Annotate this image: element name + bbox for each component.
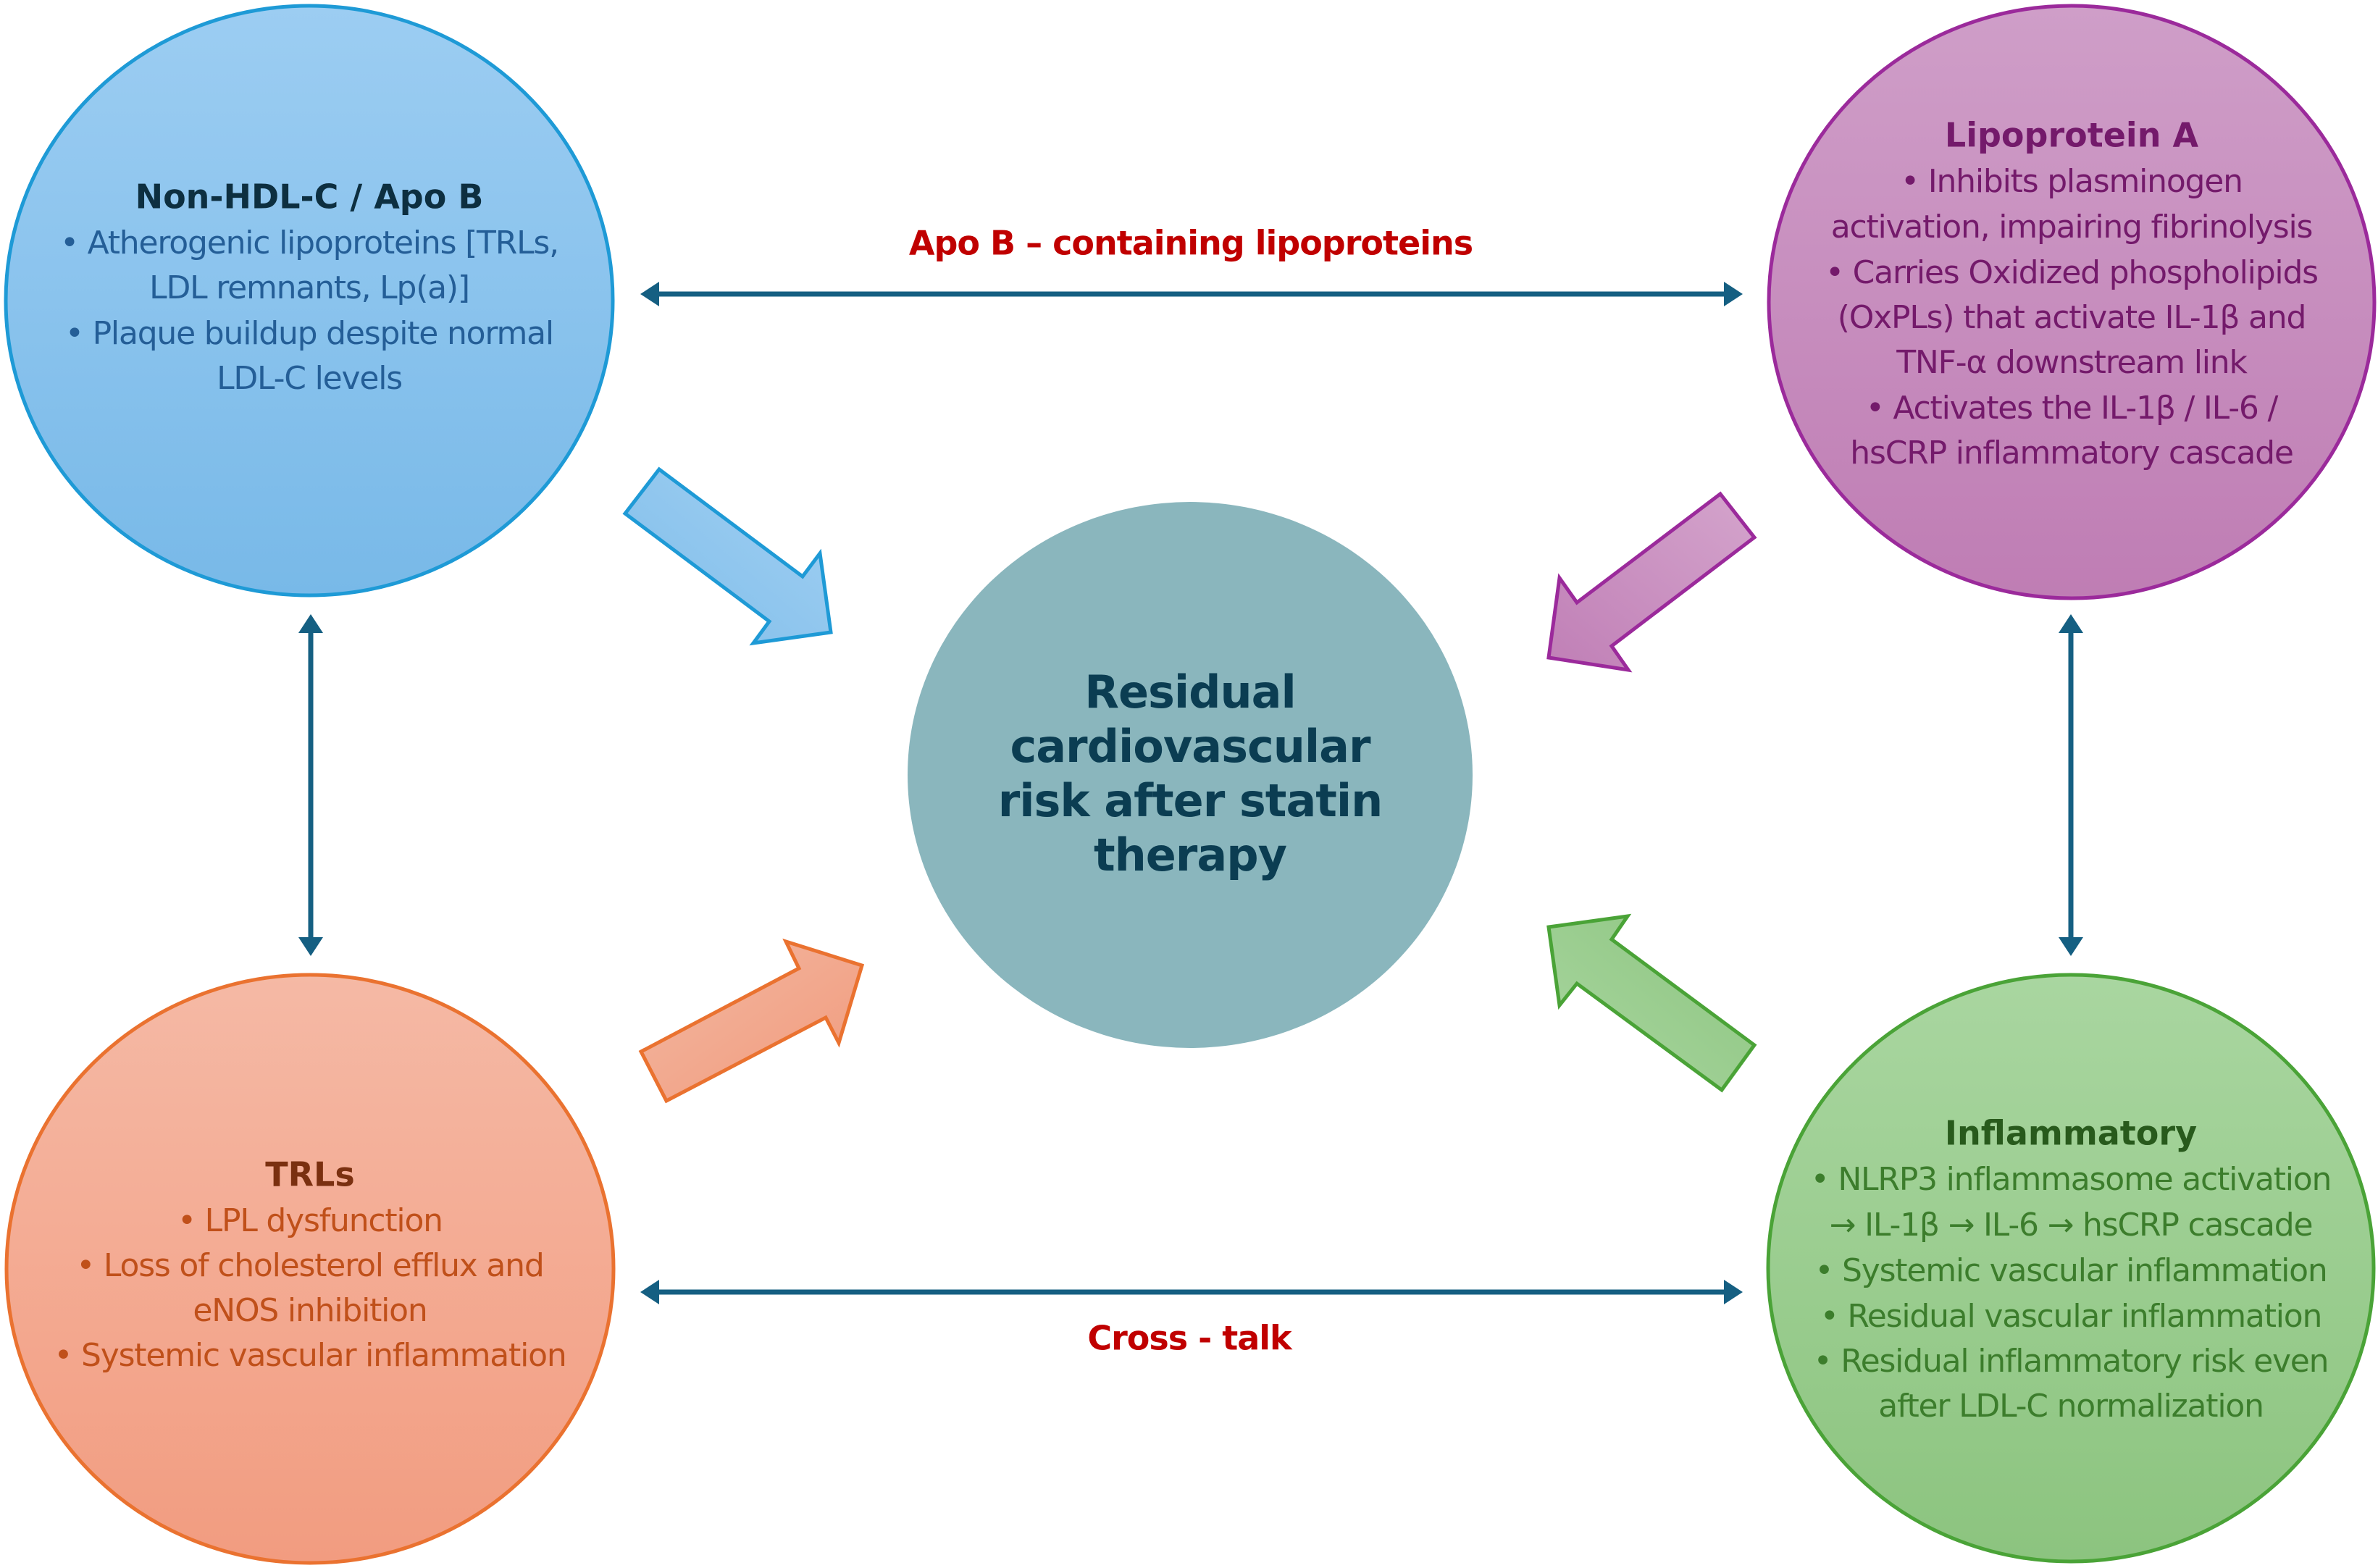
connector-right-vertical bbox=[2059, 614, 2083, 956]
center-circle bbox=[908, 502, 1473, 1048]
block-arrow-from-nonhdl-icon bbox=[622, 466, 833, 646]
node-line: • Systemic vascular inflammation bbox=[54, 1337, 566, 1374]
node-circle bbox=[1767, 4, 2377, 600]
node-line: hsCRP inflammatory cascade bbox=[1850, 435, 2293, 471]
node-line: • Residual inflammatory risk even bbox=[1814, 1343, 2329, 1380]
node-title: Lipoprotein A bbox=[1945, 116, 2199, 155]
center-line-2: cardiovascular bbox=[1010, 720, 1371, 773]
node-line: (OxPLs) that activate IL-1β and bbox=[1838, 299, 2306, 336]
node-non-hdl-apob: Non-HDL-C / Apo B • Atherogenic lipoprot… bbox=[4, 4, 615, 598]
node-line: after LDL-C normalization bbox=[1878, 1388, 2264, 1425]
node-line: • Loss of cholesterol efflux and bbox=[76, 1247, 543, 1284]
node-line: eNOS inhibition bbox=[193, 1292, 427, 1329]
center-line-1: Residual bbox=[1084, 666, 1296, 718]
node-title: Non-HDL-C / Apo B bbox=[135, 177, 484, 217]
node-title: Inflammatory bbox=[1945, 1114, 2197, 1153]
node-lipoprotein-a: Lipoprotein A • Inhibits plasminogen act… bbox=[1767, 4, 2377, 600]
arrowhead-left-icon bbox=[640, 282, 659, 306]
node-line: • Activates the IL-1β / IL-6 / bbox=[1866, 390, 2279, 427]
center-line-3: risk after statin bbox=[998, 774, 1383, 827]
node-line: • Residual vascular inflammation bbox=[1820, 1298, 2322, 1335]
arrowhead-left-icon bbox=[640, 1280, 659, 1304]
node-line: → IL-1β → IL-6 → hsCRP cascade bbox=[1830, 1207, 2313, 1244]
connector-top-apob bbox=[640, 282, 1743, 306]
node-line: TNF-α downstream link bbox=[1896, 344, 2248, 381]
arrowhead-right-icon bbox=[1724, 1280, 1743, 1304]
arrowhead-down-icon bbox=[2059, 937, 2083, 956]
link-label-crosstalk: Cross - talk bbox=[1087, 1319, 1293, 1358]
arrowhead-right-icon bbox=[1724, 282, 1743, 306]
node-trls: TRLs • LPL dysfunction • Loss of cholest… bbox=[4, 973, 616, 1565]
arrowhead-up-icon bbox=[2059, 614, 2083, 633]
node-circle bbox=[4, 4, 615, 598]
connector-left-vertical bbox=[298, 614, 323, 956]
arrowhead-down-icon bbox=[298, 937, 323, 956]
node-line: • Carries Oxidized phospholipids bbox=[1825, 254, 2318, 291]
link-label-apob: Apo B – containing lipoproteins bbox=[909, 224, 1473, 263]
node-line: LDL remnants, Lp(a)] bbox=[149, 269, 469, 306]
node-circle bbox=[4, 973, 616, 1565]
node-line: activation, impairing fibrinolysis bbox=[1831, 209, 2313, 246]
node-line: • LPL dysfunction bbox=[177, 1202, 443, 1239]
node-title: TRLs bbox=[265, 1155, 355, 1194]
arrowhead-up-icon bbox=[298, 614, 323, 633]
block-arrow-from-lpa-icon bbox=[1546, 491, 1757, 673]
block-arrow-from-inflammatory-icon bbox=[1546, 913, 1757, 1093]
node-line: LDL-C levels bbox=[217, 360, 402, 397]
node-line: • Atherogenic lipoproteins [TRLs, bbox=[60, 225, 558, 261]
block-arrow-from-trls-icon bbox=[638, 938, 865, 1104]
node-circle bbox=[1766, 973, 2376, 1564]
center-node: Residual cardiovascular risk after stati… bbox=[908, 502, 1473, 1048]
node-line: • NLRP3 inflammasome activation bbox=[1811, 1161, 2331, 1198]
node-line: • Inhibits plasminogen bbox=[1901, 163, 2243, 200]
center-line-4: therapy bbox=[1094, 829, 1287, 881]
connector-bottom-crosstalk bbox=[640, 1280, 1743, 1304]
node-line: • Plaque buildup despite normal bbox=[65, 315, 553, 352]
node-inflammatory: Inflammatory • NLRP3 inflammasome activa… bbox=[1766, 973, 2376, 1564]
node-line: • Systemic vascular inflammation bbox=[1814, 1252, 2327, 1289]
